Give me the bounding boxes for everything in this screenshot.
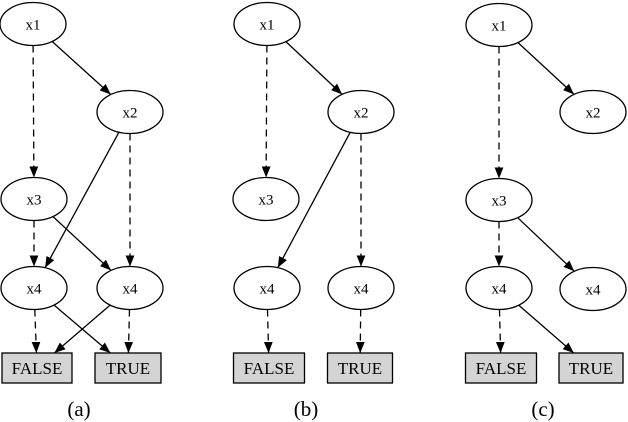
terminal-true-label: TRUE [106,359,150,378]
node-x1-label: x1 [260,18,275,34]
node-x2-ellipse [96,89,164,135]
node-x1-ellipse [0,1,67,47]
terminal-false-box [1,352,73,384]
node-x2-label: x2 [586,106,601,122]
edge-x2-x4a-solid [277,131,351,269]
terminal-true-label: TRUE [569,359,613,378]
edge-x2-x4a-solid [44,131,120,269]
node-x3-ellipse [232,176,300,222]
edge-x3-x4b-solid [52,216,112,271]
node-x4a-ellipse [0,265,68,311]
node-x1-ellipse [465,2,533,48]
edge-x4b-TRUE-dashed [355,309,365,354]
edge-x1-x3-dashed [29,45,39,178]
terminal-true-box [558,352,624,384]
edge-x1-x3-dashed [261,45,271,178]
edge-x4a-TRUE-solid [518,304,575,354]
node-x3-ellipse [465,177,533,223]
node-x2-ellipse [327,89,395,135]
node-x4a-label: x4 [260,282,276,298]
node-x2-label: x2 [354,106,369,122]
node-x1-ellipse [233,1,301,47]
terminal-false-label: FALSE [244,359,295,378]
edge-x1-x2-solid [51,41,112,95]
caption-a: (a) [67,397,90,421]
terminal-false-box [464,352,538,384]
node-x2-label: x2 [123,106,138,122]
edge-x4a-FALSE-dashed [495,309,505,354]
node-x4b-ellipse [559,266,627,312]
node-x4b-ellipse [327,265,395,311]
edge-x1-x2-solid [285,41,343,95]
terminal-true-box [326,352,394,384]
terminal-false-label: FALSE [12,359,63,378]
terminal-false-label: FALSE [476,359,527,378]
caption-c: (c) [531,397,554,421]
edge-x4a-FALSE-dashed [31,309,41,354]
node-x4b-label: x4 [354,282,370,298]
node-x4a-label: x4 [492,282,508,298]
edge-x3-x4b-solid [517,217,575,272]
terminal-true-label: TRUE [338,359,382,378]
node-x4a-ellipse [465,265,533,311]
node-x4a-ellipse [233,265,301,311]
edge-x1-x2-solid [517,42,575,95]
node-x3-ellipse [0,176,68,222]
node-x4b-ellipse [96,265,164,311]
node-x3-label: x3 [27,193,42,209]
node-x1-label: x1 [26,18,41,34]
node-x4a-label: x4 [27,282,43,298]
edge-x4a-FALSE-dashed [263,309,273,354]
terminal-false-box [232,352,306,384]
node-x4b-label: x4 [123,282,139,298]
node-x3-label: x3 [492,194,507,210]
edge-x4b-TRUE-dashed [124,309,134,354]
caption-b: (b) [294,397,319,421]
terminal-true-box [94,352,162,384]
node-x2-ellipse [559,89,627,135]
node-x3-label: x3 [259,193,274,209]
edge-x4b-FALSE-solid [53,304,111,354]
node-x4b-label: x4 [586,283,602,299]
node-x1-label: x1 [492,19,507,35]
